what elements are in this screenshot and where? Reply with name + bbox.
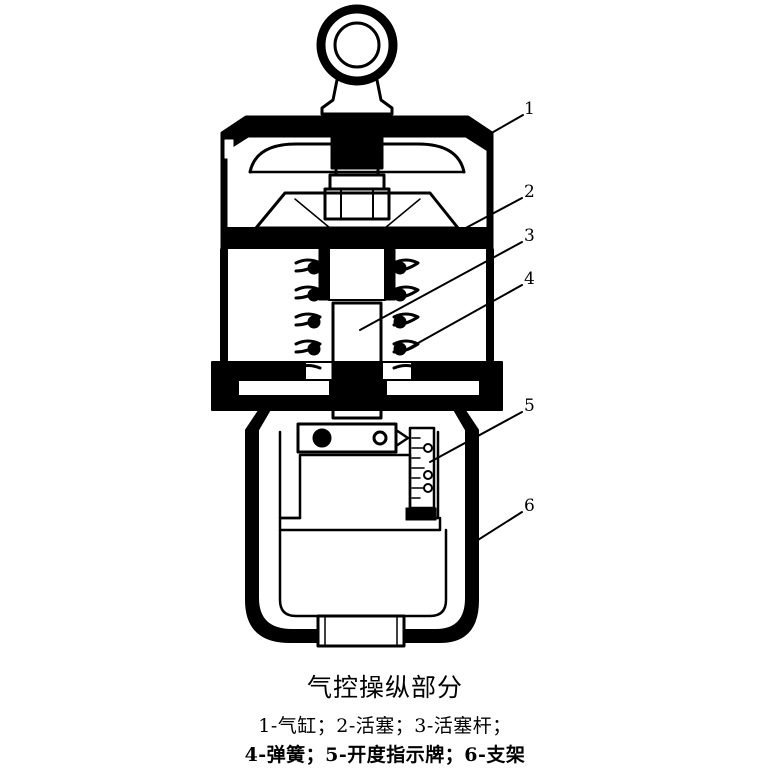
piston	[225, 191, 489, 249]
label-1: 1	[524, 99, 535, 119]
cylinder	[211, 115, 503, 411]
spring-right	[392, 258, 420, 370]
leader-lines	[359, 114, 524, 546]
piston-rod	[318, 247, 396, 420]
leader-4	[401, 284, 523, 353]
leader-6	[469, 511, 523, 546]
label-5: 5	[524, 396, 535, 416]
lifting-eye	[316, 4, 398, 116]
spring-left	[294, 258, 322, 370]
opening-indicator	[405, 426, 437, 521]
leader-3	[359, 241, 523, 331]
part-labels: 1 2 3 4 5 6	[524, 99, 535, 516]
label-2: 2	[524, 182, 535, 202]
label-3: 3	[524, 226, 535, 246]
label-4: 4	[524, 269, 535, 289]
leader-5	[429, 411, 523, 463]
bracket	[245, 405, 479, 648]
diagram-title: 气控操纵部分	[306, 673, 463, 702]
caption-line-2: 4-弹簧；5-开度指示牌；6-支架	[244, 744, 526, 766]
label-6: 6	[524, 496, 535, 516]
leader-2	[461, 197, 523, 231]
pneumatic-actuator-diagram: 1 2 3 4 5 6	[211, 4, 535, 648]
coupling	[296, 422, 410, 454]
leader-1	[487, 114, 524, 136]
caption-line-1: 1-气缸；2-活塞；3-活塞杆；	[258, 715, 512, 737]
